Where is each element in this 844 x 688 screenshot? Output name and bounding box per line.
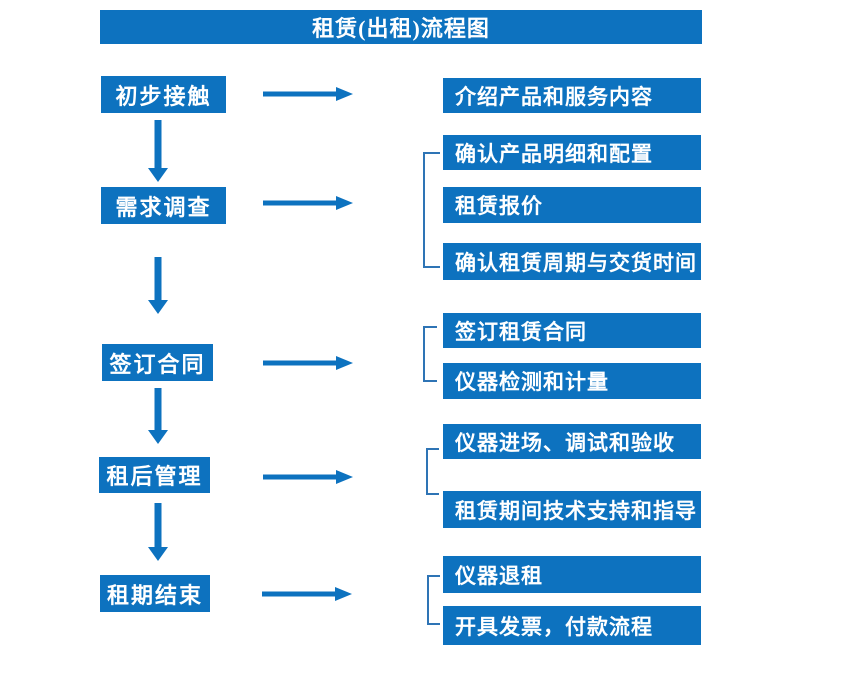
group-bracket [423,152,440,268]
detail-box-confirm-product-config: 确认产品明细和配置 [443,135,701,170]
stage-box-sign-contract: 签订合同 [102,344,213,381]
detail-box-technical-support: 租赁期间技术支持和指导 [443,491,701,528]
detail-box-invoice-payment: 开具发票，付款流程 [443,606,701,645]
group-bracket [423,326,437,382]
detail-box-confirm-period-delivery: 确认租赁周期与交货时间 [443,243,701,280]
arrow-down-icon [148,257,168,314]
arrow-right-icon [263,356,353,370]
stage-box-demand-survey: 需求调查 [101,187,226,224]
detail-box-introduce-products: 介绍产品和服务内容 [443,78,701,113]
stage-box-post-rental-management: 租后管理 [99,457,210,493]
stage-box-initial-contact: 初步接触 [101,76,226,113]
group-bracket [427,575,440,625]
arrow-right-icon [263,87,353,101]
arrow-down-icon [148,120,168,182]
arrow-down-icon [148,388,168,444]
detail-box-instrument-testing: 仪器检测和计量 [443,363,701,399]
arrow-right-icon [263,470,353,484]
detail-box-instrument-setup-acceptance: 仪器进场、调试和验收 [443,424,701,459]
arrow-right-icon [263,196,353,210]
arrow-right-icon [262,587,352,601]
detail-box-instrument-return: 仪器退租 [443,556,701,593]
arrow-down-icon [148,503,168,561]
detail-box-sign-rental-contract: 签订租赁合同 [443,313,701,348]
flowchart-title: 租赁(出租)流程图 [100,10,702,44]
stage-box-lease-end: 租期结束 [100,575,210,612]
group-bracket [426,448,439,495]
detail-box-rental-quote: 租赁报价 [443,187,701,223]
